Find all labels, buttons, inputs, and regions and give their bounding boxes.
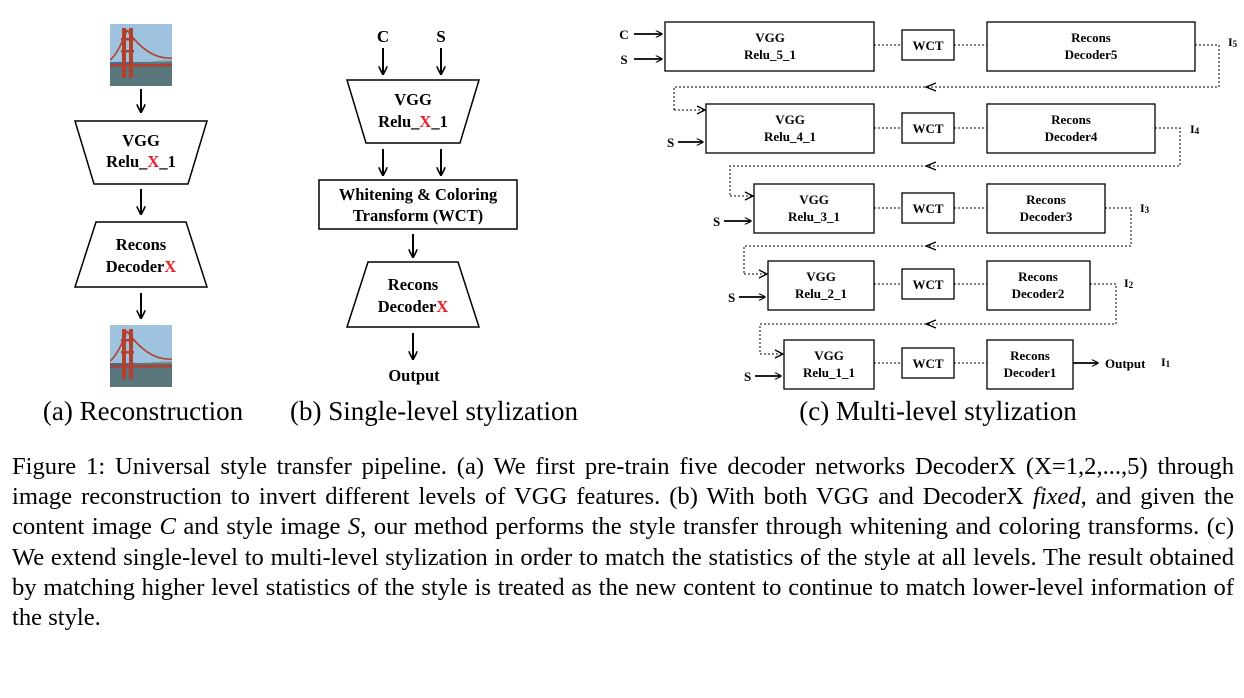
figure-caption: Figure 1: Universal style transfer pipel… — [12, 452, 1234, 633]
wct-block — [901, 29, 955, 61]
subcaption-a: (a) Reconstruction — [43, 396, 244, 426]
level-3-row: S VGG Relu_3_1 WCT Recons Decoder3 I3 — [713, 183, 1150, 279]
decoder-block — [73, 221, 209, 288]
caption-text-part4: , our method performs the style transfer… — [12, 513, 1235, 632]
style-input-label: S — [436, 27, 445, 46]
level-4-row: S VGG Relu_4_1 WCT Recons Decoder4 I4 — [667, 103, 1200, 201]
vgg-label: VGG — [755, 30, 785, 45]
recons-label: Recons — [1010, 348, 1050, 363]
output-label: Output — [388, 366, 440, 385]
vgg-encoder-block — [345, 79, 481, 144]
encoder-label: VGG — [394, 90, 432, 109]
intermediate-output-label: I2 — [1124, 276, 1134, 290]
intermediate-output-label: I5 — [1228, 35, 1238, 49]
vgg-relu-2-block — [767, 260, 875, 311]
wct-block — [901, 112, 955, 144]
decoder-index-label: DecoderX — [378, 297, 449, 316]
caption-symbol-c: C — [159, 513, 176, 541]
level-1-row: S VGG Relu_1_1 WCT Recons Decoder1 Outpu… — [744, 339, 1171, 390]
style-input-label: S — [620, 52, 627, 67]
decoder-label: Decoder5 — [1065, 47, 1118, 62]
relu-label: Relu_5_1 — [744, 47, 796, 62]
encoder-layer-label: Relu_X_1 — [106, 152, 176, 171]
vgg-label: VGG — [775, 112, 805, 127]
decoder-label: Decoder1 — [1004, 365, 1057, 380]
vgg-relu-3-block — [753, 183, 875, 234]
decoder-label: Decoder4 — [1045, 129, 1098, 144]
wct-label: WCT — [912, 277, 943, 292]
wct-block — [901, 268, 955, 300]
decoder-label: Recons — [116, 235, 167, 254]
decoder-label: Decoder2 — [1012, 286, 1065, 301]
style-input-label: S — [667, 135, 674, 150]
reconstruction-panel: VGG Relu_X_1 Recons DecoderX (a) Reconst… — [43, 24, 244, 426]
relu-label: Relu_3_1 — [788, 209, 840, 224]
wct-label: WCT — [912, 201, 943, 216]
level-2-row: S VGG Relu_2_1 WCT Recons Decoder2 I2 — [728, 260, 1134, 359]
decoder-block — [345, 261, 481, 328]
vgg-label: VGG — [814, 348, 844, 363]
wct-label: WCT — [912, 356, 943, 371]
caption-text-part1: Figure 1: Universal style transfer pipel… — [12, 453, 1234, 511]
vgg-label: VGG — [806, 269, 836, 284]
recons-label: Recons — [1026, 192, 1066, 207]
encoder-layer-label: Relu_X_1 — [378, 112, 448, 131]
wct-label: WCT — [912, 38, 943, 53]
style-input-label: S — [744, 369, 751, 384]
vgg-relu-4-block — [705, 103, 875, 154]
wct-label: WCT — [912, 121, 943, 136]
caption-symbol-s: S — [347, 513, 361, 541]
caption-emphasis-fixed: fixed — [1032, 483, 1081, 511]
style-input-label: S — [713, 214, 720, 229]
wct-block — [901, 192, 955, 224]
recons-label: Recons — [1071, 30, 1111, 45]
single-level-panel: C S VGG Relu_X_1 Whitening & Coloring Tr… — [290, 27, 578, 426]
subcaption-b: (b) Single-level stylization — [290, 396, 578, 426]
vgg-encoder-block — [73, 120, 209, 185]
relu-label: Relu_4_1 — [764, 129, 816, 144]
vgg-relu-5-block — [664, 21, 875, 72]
relu-label: Relu_1_1 — [803, 365, 855, 380]
final-output-label: Output — [1105, 356, 1146, 371]
decoder-index-label: DecoderX — [106, 257, 177, 276]
intermediate-output-label: I4 — [1190, 122, 1200, 136]
intermediate-output-label: I1 — [1161, 355, 1171, 369]
encoder-label: VGG — [122, 131, 160, 150]
wct-label-line1: Whitening & Coloring — [339, 185, 498, 204]
recons-label: Recons — [1018, 269, 1058, 284]
figure-diagram: VGG Relu_X_1 Recons DecoderX (a) Reconst… — [43, 21, 1238, 426]
decoder-label: Recons — [388, 275, 439, 294]
decoder-5-block — [986, 21, 1196, 72]
input-image — [110, 24, 172, 86]
recons-label: Recons — [1051, 112, 1091, 127]
intermediate-output-label: I3 — [1140, 201, 1150, 215]
caption-text-part3: and style image — [175, 513, 348, 541]
content-input-label: C — [377, 27, 389, 46]
decoder-2-block — [986, 260, 1091, 311]
decoder-1-block — [986, 339, 1074, 390]
wct-label-line2: Transform (WCT) — [353, 206, 483, 225]
multi-level-panel: C S VGG Relu_5_1 WCT Recons Decoder5 I5 … — [619, 21, 1238, 426]
vgg-relu-1-block — [783, 339, 875, 390]
wct-block — [318, 179, 518, 230]
content-input-label: C — [619, 27, 628, 42]
relu-label: Relu_2_1 — [795, 286, 847, 301]
decoder-label: Decoder3 — [1020, 209, 1073, 224]
vgg-label: VGG — [799, 192, 829, 207]
level-5-row: VGG Relu_5_1 WCT Recons Decoder5 I5 — [664, 21, 1238, 115]
style-input-label: S — [728, 290, 735, 305]
subcaption-c: (c) Multi-level stylization — [799, 396, 1077, 426]
caption-text-part2: , and given the content image — [12, 483, 1234, 541]
output-image — [110, 325, 172, 387]
